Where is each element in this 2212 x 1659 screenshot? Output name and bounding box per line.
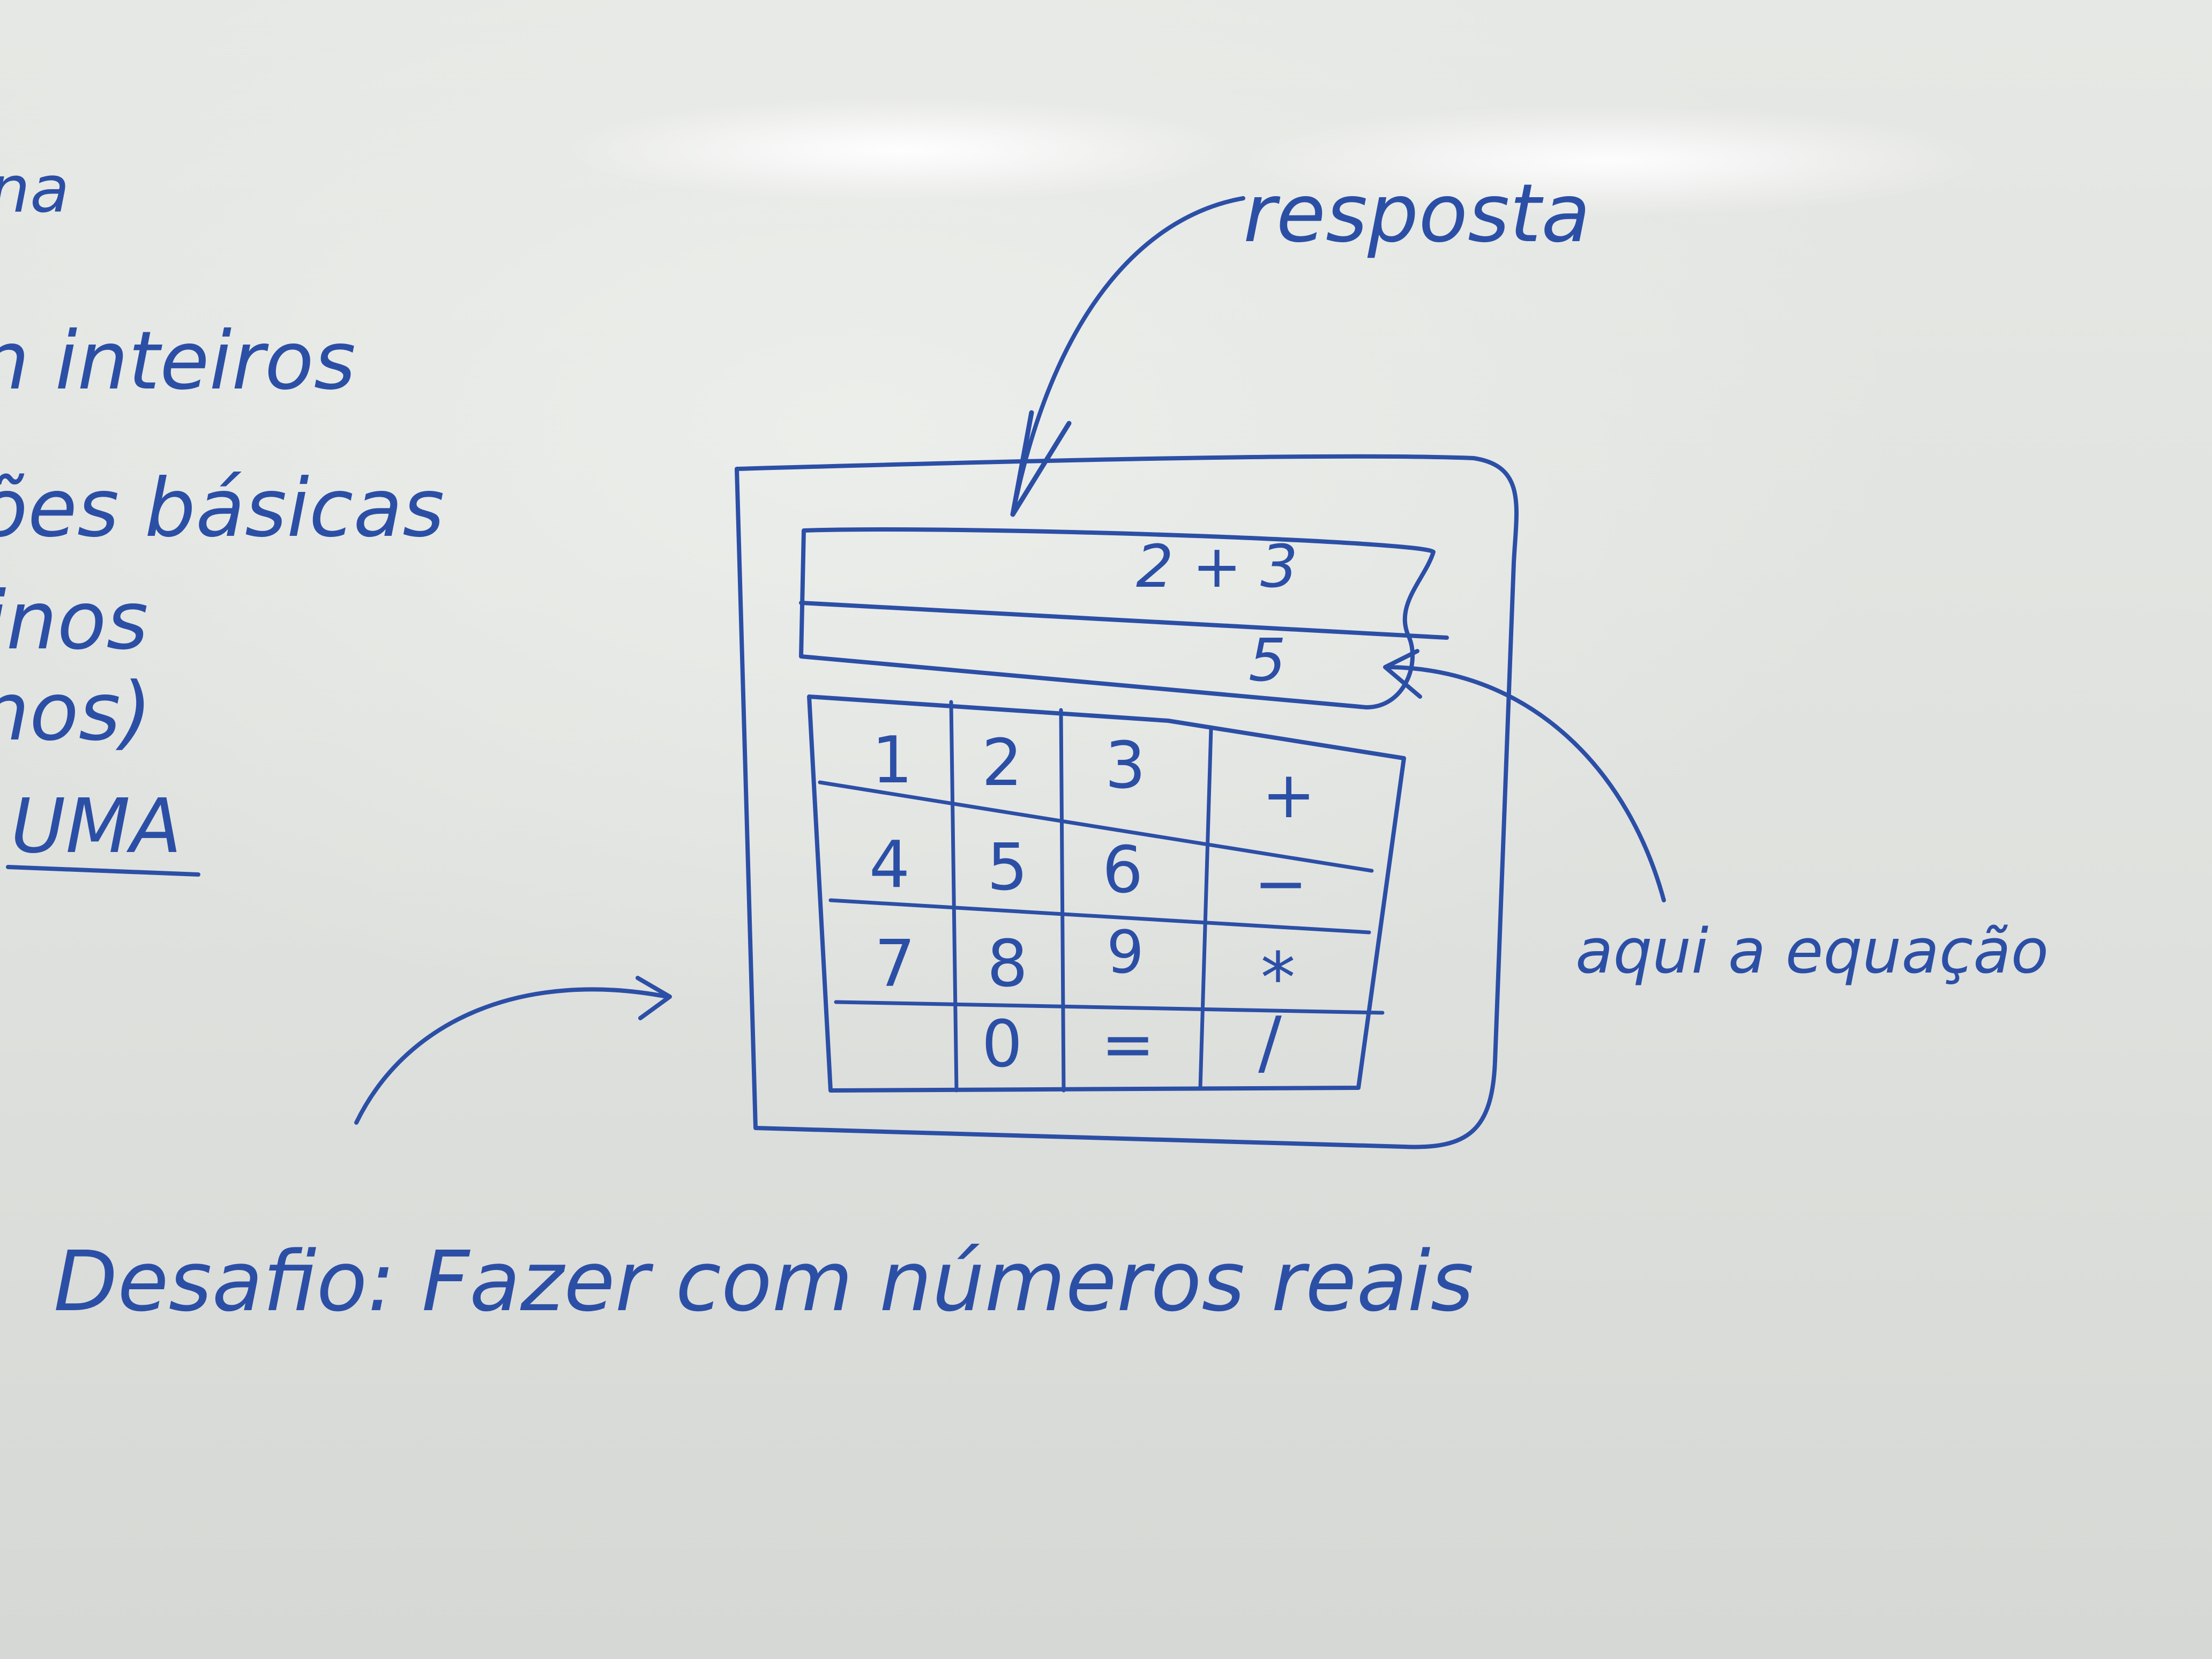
desafio-text: Desafio: Fazer com números reais	[54, 1233, 1474, 1330]
resposta-arrow-head	[1010, 410, 1072, 517]
keypad-columns	[949, 700, 1213, 1093]
left-note-4: inos	[0, 574, 148, 668]
calculator-body	[735, 454, 1519, 1149]
keypad-rows	[818, 780, 1385, 1015]
desafio-arrow-head	[636, 976, 672, 1020]
key-plus: +	[1262, 758, 1316, 833]
left-note-1: na	[0, 153, 70, 227]
key-5: 5	[987, 831, 1028, 905]
left-note-underline	[6, 865, 200, 877]
equacao-label: aqui a equação	[1575, 916, 2049, 988]
equacao-arrow-head	[1383, 649, 1422, 699]
display-equation: 2 + 3	[1136, 532, 1298, 601]
keypad-outline	[807, 694, 1406, 1093]
left-notes: na n inteiros ões básicas inos nos) UMA	[0, 153, 444, 877]
display-result: 5	[1249, 626, 1286, 694]
calculator-sketch: 2 + 3 5 1 2 3 + 4 5 6 − 7 8 9 * 0 = /	[735, 454, 1519, 1149]
left-note-2: n inteiros	[0, 315, 356, 408]
key-6: 6	[1102, 833, 1143, 908]
key-equals: =	[1101, 1007, 1155, 1082]
key-divide: /	[1258, 1002, 1282, 1083]
left-note-3: ões básicas	[0, 462, 444, 555]
key-multiply: *	[1261, 937, 1296, 1019]
key-8: 8	[987, 927, 1028, 1002]
resposta-arrow	[1011, 196, 1245, 517]
display-divider	[799, 601, 1449, 640]
left-note-5: nos)	[0, 666, 152, 759]
key-2: 2	[982, 726, 1022, 801]
key-1: 1	[872, 723, 913, 798]
key-9: 9	[1107, 918, 1144, 987]
resposta-label: resposta	[1243, 167, 1590, 260]
key-7: 7	[875, 927, 915, 1002]
left-note-6: UMA	[11, 783, 182, 870]
equacao-arrow	[1388, 665, 1666, 902]
desafio-arrow	[354, 987, 669, 1125]
key-3: 3	[1105, 729, 1146, 803]
key-0: 0	[982, 1007, 1022, 1082]
key-minus: −	[1254, 847, 1308, 921]
key-4: 4	[869, 828, 910, 902]
